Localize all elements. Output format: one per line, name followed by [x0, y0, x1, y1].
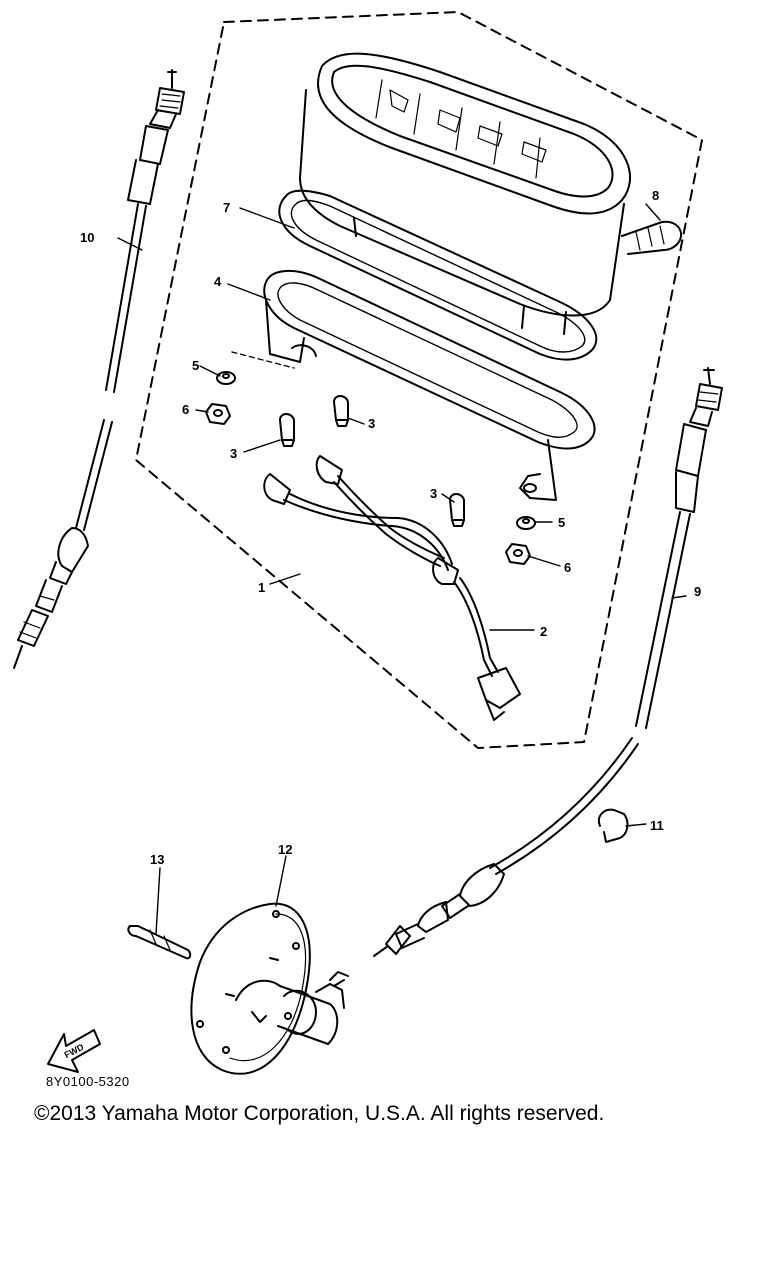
- callout-13: 13: [150, 852, 164, 867]
- cable-clamp: [598, 808, 629, 843]
- callout-11: 11: [650, 818, 664, 833]
- nut-left: [205, 403, 231, 425]
- callout-5b: 5: [558, 515, 565, 530]
- fwd-arrow-icon: [47, 1029, 101, 1073]
- bulb-right: [449, 493, 465, 527]
- gasket: [278, 189, 598, 361]
- meter-bracket: [263, 270, 596, 501]
- callout-5a: 5: [192, 358, 199, 373]
- copyright-notice: ©2013 Yamaha Motor Corporation, U.S.A. A…: [34, 1102, 605, 1125]
- gear-unit: [190, 902, 349, 1075]
- callout-2: 2: [540, 624, 547, 639]
- callout-6b: 6: [564, 560, 571, 575]
- callout-3c: 3: [430, 486, 437, 501]
- callout-1: 1: [258, 580, 265, 595]
- meter-housing: [299, 52, 631, 335]
- washer-right: [516, 516, 536, 530]
- drawing-code: 8Y0100-5320: [46, 1074, 130, 1089]
- callout-12: 12: [278, 842, 292, 857]
- reset-knob: [621, 220, 682, 255]
- callout-3a: 3: [368, 416, 375, 431]
- callout-3b: 3: [230, 446, 237, 461]
- callout-4: 4: [214, 274, 222, 289]
- callout-10: 10: [80, 230, 94, 245]
- nut-right: [505, 543, 531, 565]
- callout-7: 7: [223, 200, 230, 215]
- wire-harness: [263, 455, 521, 721]
- assembly-boundary: [135, 11, 703, 749]
- callout-9: 9: [694, 584, 701, 599]
- callout-8: 8: [652, 188, 659, 203]
- bulb-left: [279, 413, 295, 447]
- callout-6a: 6: [182, 402, 189, 417]
- speedometer-cable-right: [373, 367, 723, 957]
- washer-left: [216, 371, 236, 385]
- bulb-center: [333, 395, 349, 427]
- speedometer-cable-left: [13, 69, 185, 669]
- drive-pin: [127, 925, 192, 960]
